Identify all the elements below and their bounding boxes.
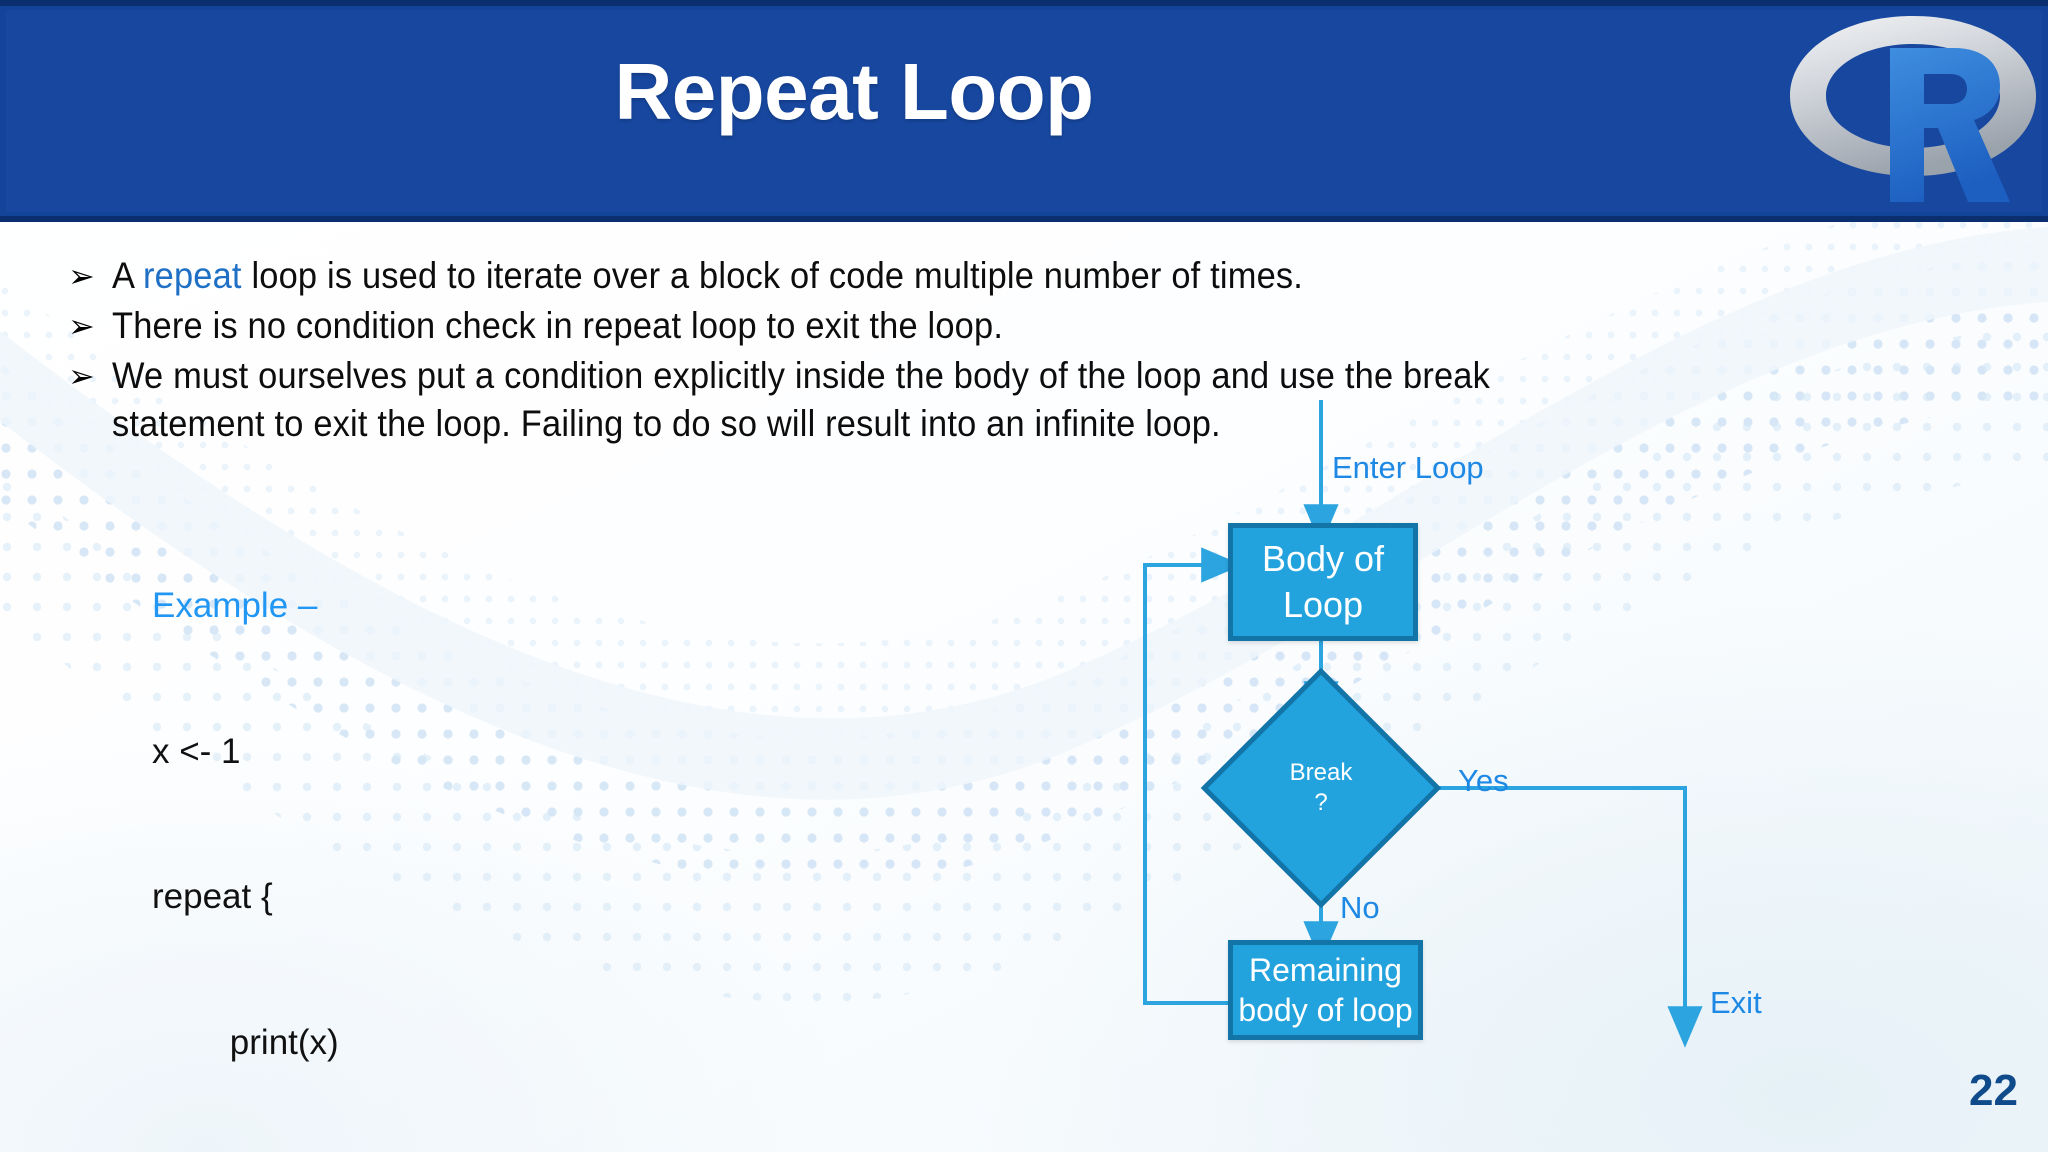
bullet-3-post: We must ourselves put a condition explic…: [112, 355, 1491, 444]
slide-header-banner: Repeat Loop: [0, 0, 2048, 222]
bullet-text-1: A repeat loop is used to iterate over a …: [112, 252, 1303, 300]
page-title: Repeat Loop: [614, 47, 1094, 136]
yes-label: Yes: [1458, 763, 1509, 798]
code-line-1: x <- 1: [152, 731, 241, 771]
bullet-1-post: loop is used to iterate over a block of …: [241, 255, 1304, 296]
break-word: Break: [1289, 759, 1353, 786]
bullet-arrow-icon: ➢: [68, 308, 95, 344]
code-example-block: Example – x <- 1 repeat { print(x) x = x…: [152, 485, 399, 1152]
exit-label: Exit: [1710, 985, 1762, 1020]
bullet-list: ➢ A repeat loop is used to iterate over …: [60, 252, 2020, 450]
bullet-arrow-icon: ➢: [68, 358, 95, 394]
bullet-item-1: ➢ A repeat loop is used to iterate over …: [60, 252, 2020, 300]
enter-loop-label: Enter Loop: [1332, 450, 1484, 485]
question-mark: ?: [1314, 789, 1328, 816]
bullet-item-3: ➢ We must ourselves put a condition expl…: [60, 352, 2020, 448]
flow-node-body-of-loop: Body of Loop: [1228, 523, 1418, 641]
flow-node-break-decision-label: Break?: [1236, 703, 1406, 873]
flow-node-remaining-body: Remaining body of loop: [1228, 940, 1423, 1040]
r-language-logo-icon: [1790, 16, 2036, 202]
bullet-2-post: There is no condition check in repeat lo…: [112, 305, 1004, 346]
header-fill: [6, 10, 2042, 212]
example-heading: Example –: [152, 586, 318, 625]
code-line-2: repeat {: [152, 877, 273, 916]
bullet-arrow-icon: ➢: [68, 258, 95, 294]
bullet-item-2: ➢ There is no condition check in repeat …: [60, 302, 2020, 350]
no-label: No: [1340, 890, 1380, 925]
page-number: 22: [1969, 1066, 2018, 1115]
bullet-1-keyword: repeat: [142, 255, 242, 296]
break-decision-text: Break?: [1290, 758, 1353, 818]
bullet-text-2: There is no condition check in repeat lo…: [112, 302, 1003, 350]
bullet-1-pre: A: [112, 255, 143, 296]
repeat-loop-flowchart: Enter Loop Yes No Exit Body of Loop Brea…: [1100, 390, 2048, 1090]
bullet-text-3: We must ourselves put a condition explic…: [112, 352, 1577, 448]
code-line-3: print(x): [152, 1022, 339, 1062]
